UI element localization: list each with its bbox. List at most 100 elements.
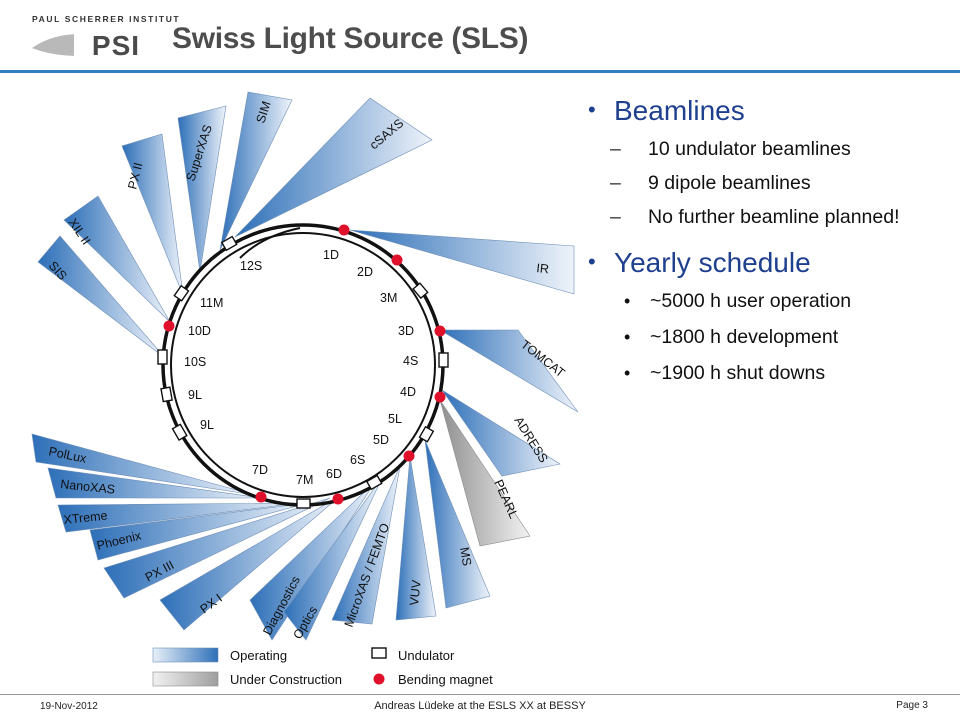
section-label: 7D <box>252 463 268 477</box>
fan-sim <box>219 91 293 251</box>
section-label: 9L <box>188 388 202 402</box>
beamline-label: MS <box>457 546 474 567</box>
sub-bullet: – 9 dipole beamlines <box>610 171 948 195</box>
fan-pxiii <box>103 497 331 599</box>
bending-magnet-icon <box>163 320 175 332</box>
undulator-icon <box>157 349 168 365</box>
fan-xtreme <box>57 502 301 533</box>
fan-optics <box>283 477 383 641</box>
bending-magnets <box>163 224 446 505</box>
sub-bullet-text: 10 undulator beamlines <box>648 137 851 160</box>
sub-bullet-text: ~1800 h development <box>650 325 839 348</box>
bending-magnet-icon <box>434 325 446 337</box>
section-label: 5L <box>388 412 402 426</box>
section-label: 9L <box>200 418 214 432</box>
fan-sis <box>37 235 166 359</box>
header-divider <box>0 70 960 73</box>
bullet-dot-icon: • <box>624 326 631 347</box>
undulator-icon <box>220 235 238 252</box>
bullet-beamlines: • Beamlines <box>588 95 948 127</box>
sub-bullet: – 10 undulator beamlines <box>610 137 948 161</box>
undulator-icon <box>173 284 190 302</box>
bullet-dot-icon: • <box>588 97 596 122</box>
schedule-heading: Yearly schedule <box>614 247 811 278</box>
beamline-label: VUV <box>407 579 424 607</box>
undulator-icon <box>365 474 383 491</box>
dash-icon: – <box>610 205 621 228</box>
fan-nanoxas <box>47 467 263 499</box>
sub-bullet: – No further beamline planned! <box>610 205 948 229</box>
footer-page-number: Page 3 <box>896 700 928 711</box>
fan-pearl <box>439 399 531 547</box>
legend-undulator-icon <box>371 647 387 659</box>
bullet-dot-icon: • <box>624 290 631 311</box>
fan-ir <box>349 229 575 295</box>
psi-logo-mark: PSI <box>32 30 158 61</box>
legend-operating-label: Operating <box>230 648 287 663</box>
bullet-schedule: • Yearly schedule <box>588 247 948 279</box>
legend-bending-icon <box>373 673 385 685</box>
undulator-icon <box>438 352 449 368</box>
content-bullets: • Beamlines – 10 undulator beamlines – 9… <box>588 95 948 397</box>
fan-adress <box>441 389 561 477</box>
undulator-icon <box>412 282 429 300</box>
slide-header: PAUL SCHERRER INSTITUT PSI Swiss Light S… <box>0 0 960 73</box>
sub-bullet-text: ~1900 h shut downs <box>650 361 826 384</box>
fan-vuv <box>395 455 437 621</box>
undulator-icon <box>160 386 173 403</box>
bending-magnet-icon <box>403 450 415 462</box>
beamline-label: IR <box>536 261 550 276</box>
bending-magnet-icon <box>338 224 350 236</box>
psi-logo-text: PSI <box>92 30 140 61</box>
beamline-label: SIM <box>254 99 274 124</box>
section-label: 6D <box>326 467 342 481</box>
section-label: 10S <box>184 355 206 369</box>
sub-bullet: • ~1900 h shut downs <box>624 361 948 385</box>
beamlines-heading: Beamlines <box>614 95 745 126</box>
sub-bullet: • ~5000 h user operation <box>624 289 948 313</box>
legend-construction-label: Under Construction <box>230 672 342 687</box>
fan-superxas <box>177 105 227 273</box>
sub-bullet-text: No further beamline planned! <box>648 205 900 228</box>
fan-xilii <box>63 195 171 323</box>
fan-ms <box>424 439 491 609</box>
institute-name: PAUL SCHERRER INSTITUT <box>32 14 181 24</box>
fan-microxas <box>331 465 401 625</box>
legend-undulator-label: Undulator <box>398 648 455 663</box>
section-label: 12S <box>240 259 262 273</box>
legend-bending-label: Bending magnet <box>398 672 493 687</box>
dash-icon: – <box>610 171 621 194</box>
bullet-dot-icon: • <box>588 249 596 274</box>
undulator-icon <box>171 423 188 442</box>
bending-magnet-icon <box>434 391 446 403</box>
section-label: 6S <box>350 453 365 467</box>
slide-title: Swiss Light Source (SLS) <box>172 22 529 55</box>
dash-icon: – <box>610 137 621 160</box>
section-label: 11M <box>200 296 223 310</box>
legend-construction-swatch <box>152 671 219 687</box>
undulator-icon <box>418 425 435 443</box>
beamline-fans <box>31 91 579 641</box>
section-label: 1D <box>323 248 339 262</box>
sub-bullet-text: ~5000 h user operation <box>650 289 852 312</box>
fan-pxii <box>121 133 184 296</box>
section-label: 3M <box>380 291 397 305</box>
bending-magnet-icon <box>255 491 267 503</box>
section-label: 4D <box>400 385 416 399</box>
fan-phoenix <box>89 502 309 561</box>
footer-divider <box>0 694 960 695</box>
section-label: 3D <box>398 324 414 338</box>
footer-presenter: Andreas Lüdeke at the ESLS XX at BESSY <box>374 700 586 712</box>
section-label: 2D <box>357 265 373 279</box>
section-labels: 1D 2D 3M 3D 4S 4D 5L 5D 6S 6D 7M 7D 9L 9… <box>184 248 418 487</box>
undulators <box>157 235 449 509</box>
beamline-label: NanoXAS <box>60 477 116 497</box>
ring-inner <box>170 232 436 498</box>
fan-pxi <box>159 495 341 631</box>
fan-pollux <box>31 433 256 496</box>
section-label: 7M <box>296 473 313 487</box>
booster-arc <box>239 227 301 259</box>
fan-csaxs <box>234 97 433 238</box>
legend-operating-swatch <box>152 647 219 663</box>
diagram-legend: Operating Under Construction Undulator B… <box>152 647 493 687</box>
